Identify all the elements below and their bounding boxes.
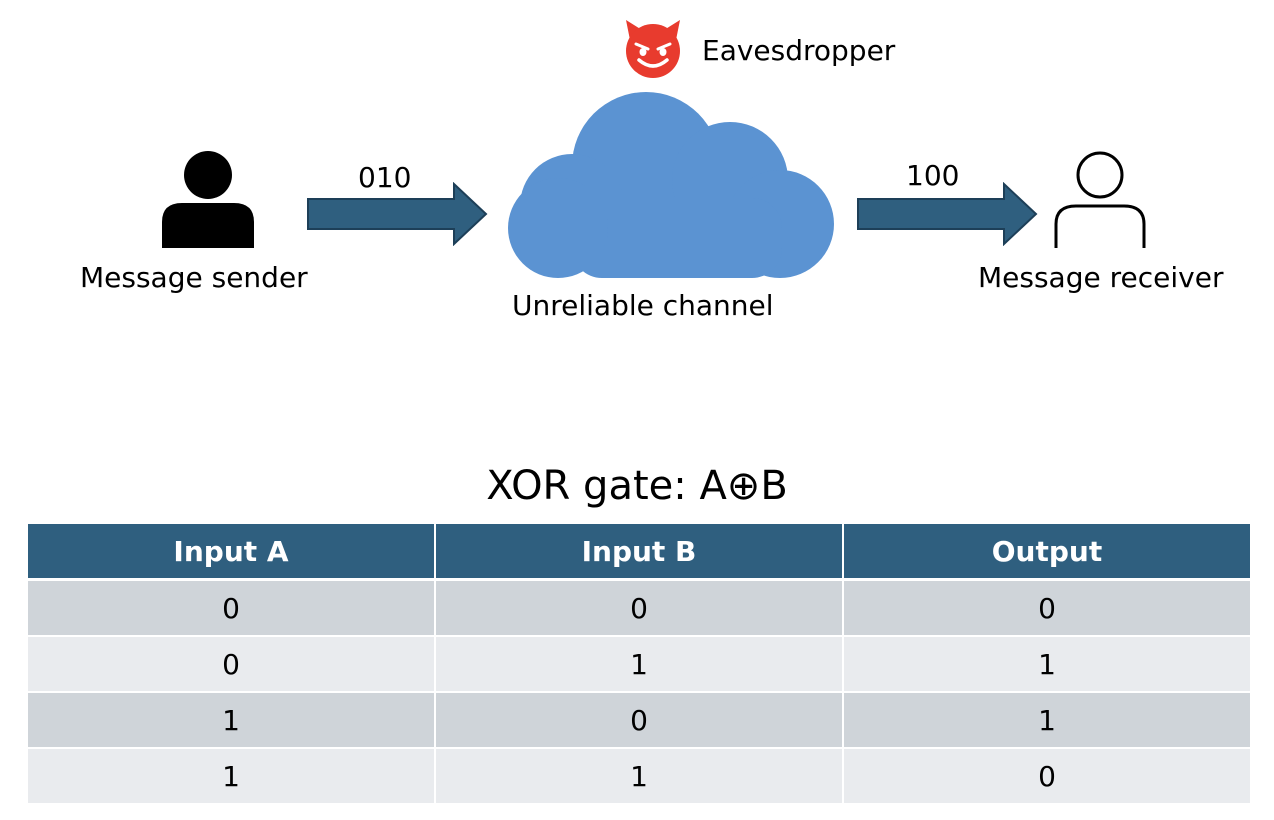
table-cell: 0 bbox=[26, 579, 436, 637]
column-header-output: Output bbox=[842, 524, 1252, 581]
table-cell: 0 bbox=[842, 748, 1252, 805]
cloud-icon bbox=[508, 92, 834, 278]
arrow-right-icon bbox=[857, 182, 1038, 246]
table-cell: 0 bbox=[434, 692, 844, 749]
xor-truth-table: Input A Input B Output 0 0 0 0 1 1 1 0 1… bbox=[26, 524, 1252, 805]
received-bits: 100 bbox=[906, 159, 960, 192]
person-outline-icon bbox=[1054, 151, 1146, 248]
table-cell: 1 bbox=[434, 748, 844, 805]
eavesdropper-label: Eavesdropper bbox=[702, 34, 896, 67]
column-header-input-b: Input B bbox=[434, 524, 844, 581]
table-row: 0 1 1 bbox=[26, 636, 1252, 693]
sent-bits: 010 bbox=[358, 161, 412, 194]
channel-label: Unreliable channel bbox=[512, 289, 774, 322]
table-cell: 1 bbox=[434, 636, 844, 693]
person-filled-icon bbox=[162, 151, 254, 248]
table-cell: 1 bbox=[26, 692, 436, 749]
table-row: 1 0 1 bbox=[26, 692, 1252, 749]
table-cell: 1 bbox=[842, 636, 1252, 693]
devil-face-icon bbox=[626, 20, 680, 78]
table-header-row: Input A Input B Output bbox=[26, 524, 1252, 581]
column-header-input-a: Input A bbox=[26, 524, 436, 581]
table-cell: 1 bbox=[842, 692, 1252, 749]
xor-table-title: XOR gate: A⊕B bbox=[486, 463, 788, 509]
arrow-right-icon bbox=[307, 182, 488, 246]
table-cell: 1 bbox=[26, 748, 436, 805]
sender-label: Message sender bbox=[80, 261, 308, 294]
table-row: 1 1 0 bbox=[26, 748, 1252, 805]
table-cell: 0 bbox=[26, 636, 436, 693]
table-cell: 0 bbox=[434, 579, 844, 637]
receiver-label: Message receiver bbox=[978, 261, 1224, 294]
table-cell: 0 bbox=[842, 579, 1252, 637]
table-row: 0 0 0 bbox=[26, 579, 1252, 637]
